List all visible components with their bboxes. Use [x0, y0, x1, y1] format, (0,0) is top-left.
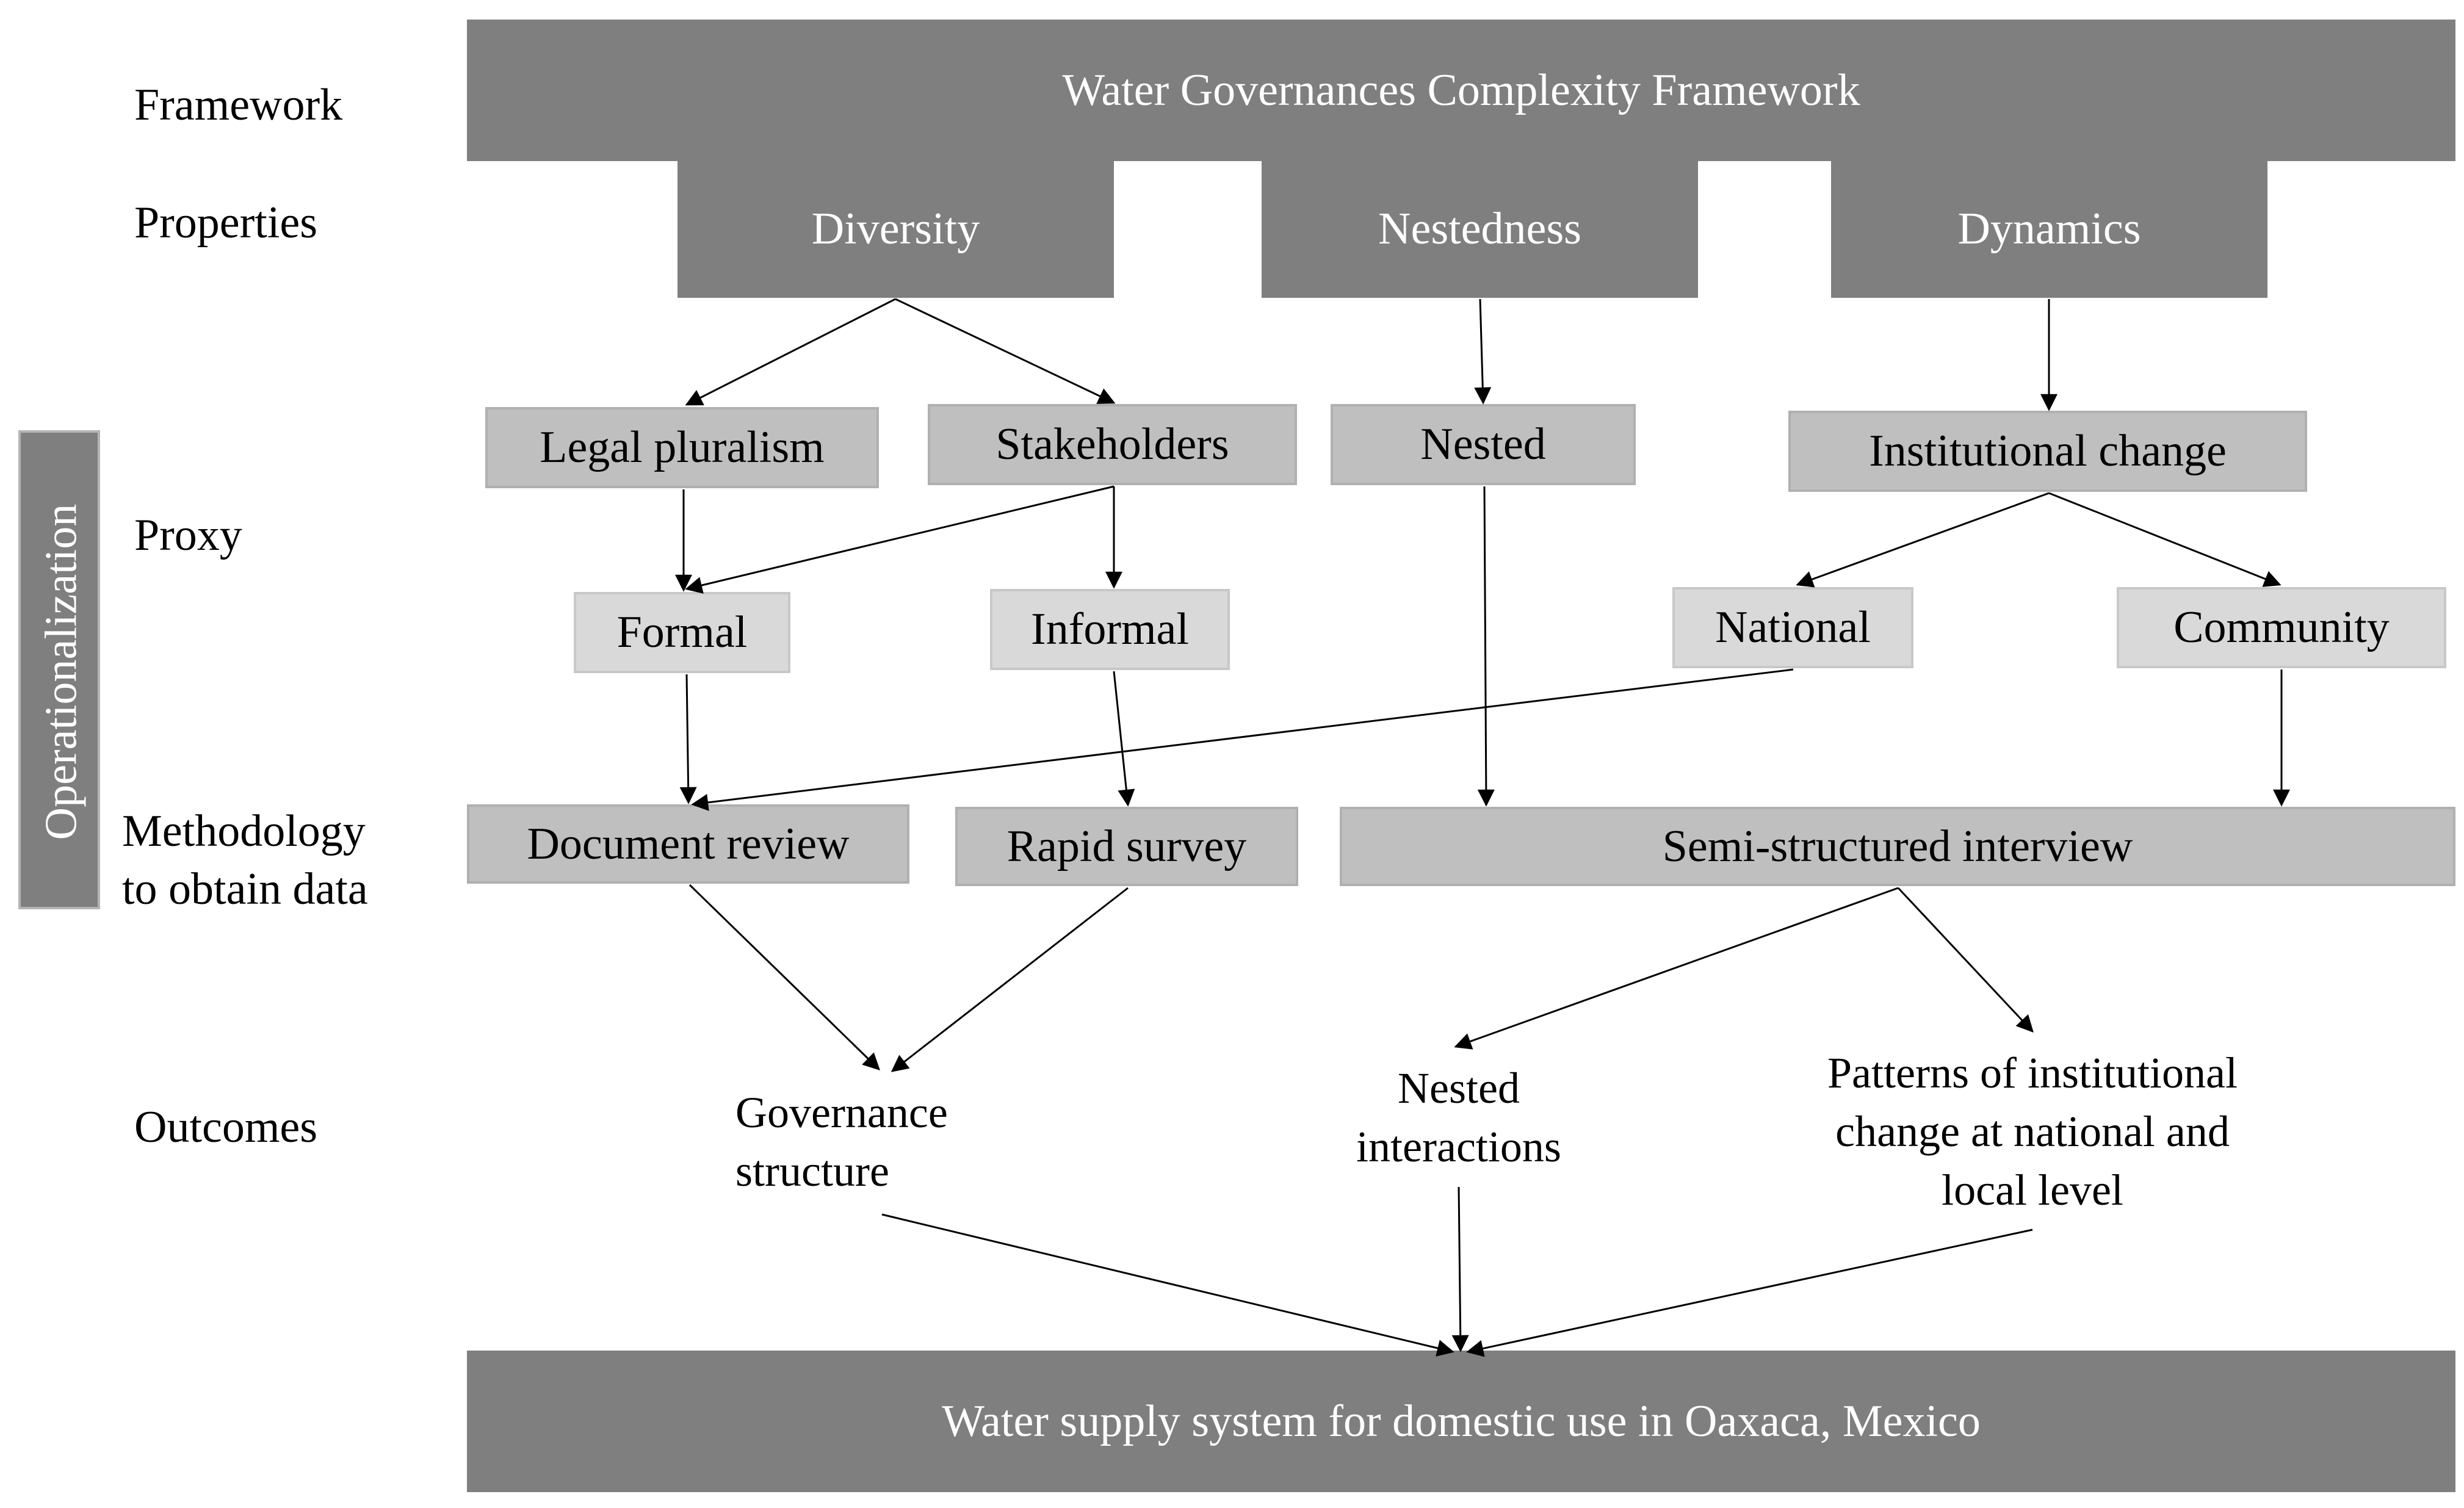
outcome-governance-line1: Governance — [735, 1088, 948, 1137]
outcome-patterns-line3: local level — [1942, 1166, 2123, 1214]
proxy-formal: Formal — [574, 592, 790, 673]
proxy-nested: Nested — [1331, 404, 1636, 485]
property-diversity: Diversity — [677, 160, 1114, 298]
proxy-stakeholders: Stakeholders — [928, 404, 1297, 485]
proxy-stakeholders-label: Stakeholders — [995, 419, 1229, 469]
method-semi-structured-interview-label: Semi-structured interview — [1662, 821, 2133, 871]
proxy-institutional-change-label: Institutional change — [1869, 426, 2227, 476]
proxy-nested-label: Nested — [1420, 419, 1546, 469]
property-dynamics-label: Dynamics — [1957, 203, 2141, 254]
framework-title-box: Water Governances Complexity Framework — [467, 20, 2455, 161]
outcome-governance-structure: Governance structure — [735, 1083, 948, 1200]
proxy-national-label: National — [1715, 602, 1871, 652]
arrow-formal-document — [679, 674, 697, 804]
framework-title: Water Governances Complexity Framework — [1062, 65, 1860, 115]
proxy-formal-label: Formal — [616, 607, 748, 657]
outcome-nested-line2: interactions — [1356, 1122, 1561, 1171]
outcome-nested-line1: Nested — [1398, 1064, 1520, 1113]
property-nestedness: Nestedness — [1262, 160, 1698, 298]
proxy-national: National — [1672, 587, 1913, 668]
proxy-community-label: Community — [2173, 602, 2390, 652]
outcome-nested-interactions: Nested interactions — [1331, 1059, 1587, 1176]
target-system-label: Water supply system for domestic use in … — [942, 1396, 1981, 1446]
arrow-nestedness-nested — [1474, 298, 1492, 405]
arrow-nested-interview — [1477, 486, 1495, 807]
arrow-stakeholders-formal — [685, 485, 1115, 594]
row-label-methodology: Methodology — [122, 806, 366, 856]
arrow-diversity-stakeholders — [895, 298, 1116, 404]
row-label-proxy: Proxy — [134, 510, 242, 560]
method-semi-structured-interview: Semi-structured interview — [1340, 807, 2455, 886]
outcome-institutional-patterns: Patterns of institutional change at nati… — [1770, 1044, 2295, 1219]
arrow-patterns-target — [1466, 1228, 2033, 1357]
row-label-methodology-2: to obtain data — [122, 864, 368, 914]
row-label-properties: Properties — [134, 198, 318, 248]
arrow-diversity-legal — [685, 298, 896, 406]
proxy-informal-label: Informal — [1031, 604, 1189, 654]
proxy-institutional-change: Institutional change — [1788, 411, 2307, 492]
arrow-institutional-community — [2048, 492, 2282, 587]
outcome-patterns-line1: Patterns of institutional — [1827, 1048, 2238, 1097]
property-nestedness-label: Nestedness — [1378, 203, 1581, 254]
arrow-institutional-national — [1796, 492, 2050, 588]
arrow-interview-nested — [1454, 887, 1899, 1050]
arrow-governance-target — [881, 1213, 1454, 1357]
proxy-legal-pluralism-label: Legal pluralism — [540, 422, 825, 472]
outcome-patterns-line2: change at national and — [1835, 1107, 2230, 1156]
proxy-community: Community — [2117, 587, 2446, 668]
row-label-outcomes: Outcomes — [134, 1102, 318, 1152]
operationalization-bar: Operationalization — [18, 430, 100, 909]
method-rapid-survey: Rapid survey — [955, 807, 1298, 886]
arrow-nested-target — [1451, 1186, 1469, 1352]
outcome-governance-line2: structure — [735, 1147, 889, 1196]
proxy-informal: Informal — [990, 589, 1230, 670]
row-label-framework: Framework — [134, 80, 343, 130]
arrow-survey-governance — [891, 887, 1129, 1072]
arrow-interview-patterns — [1897, 887, 2034, 1033]
method-rapid-survey-label: Rapid survey — [1006, 821, 1247, 871]
arrow-national-document — [691, 668, 1794, 811]
method-document-review: Document review — [467, 804, 909, 884]
property-dynamics: Dynamics — [1831, 160, 2267, 298]
method-document-review-label: Document review — [527, 818, 850, 869]
property-diversity-label: Diversity — [811, 203, 980, 254]
arrow-document-governance — [688, 884, 881, 1070]
arrow-informal-survey — [1113, 671, 1135, 807]
proxy-legal-pluralism: Legal pluralism — [485, 407, 879, 488]
target-system-box: Water supply system for domestic use in … — [467, 1351, 2455, 1492]
